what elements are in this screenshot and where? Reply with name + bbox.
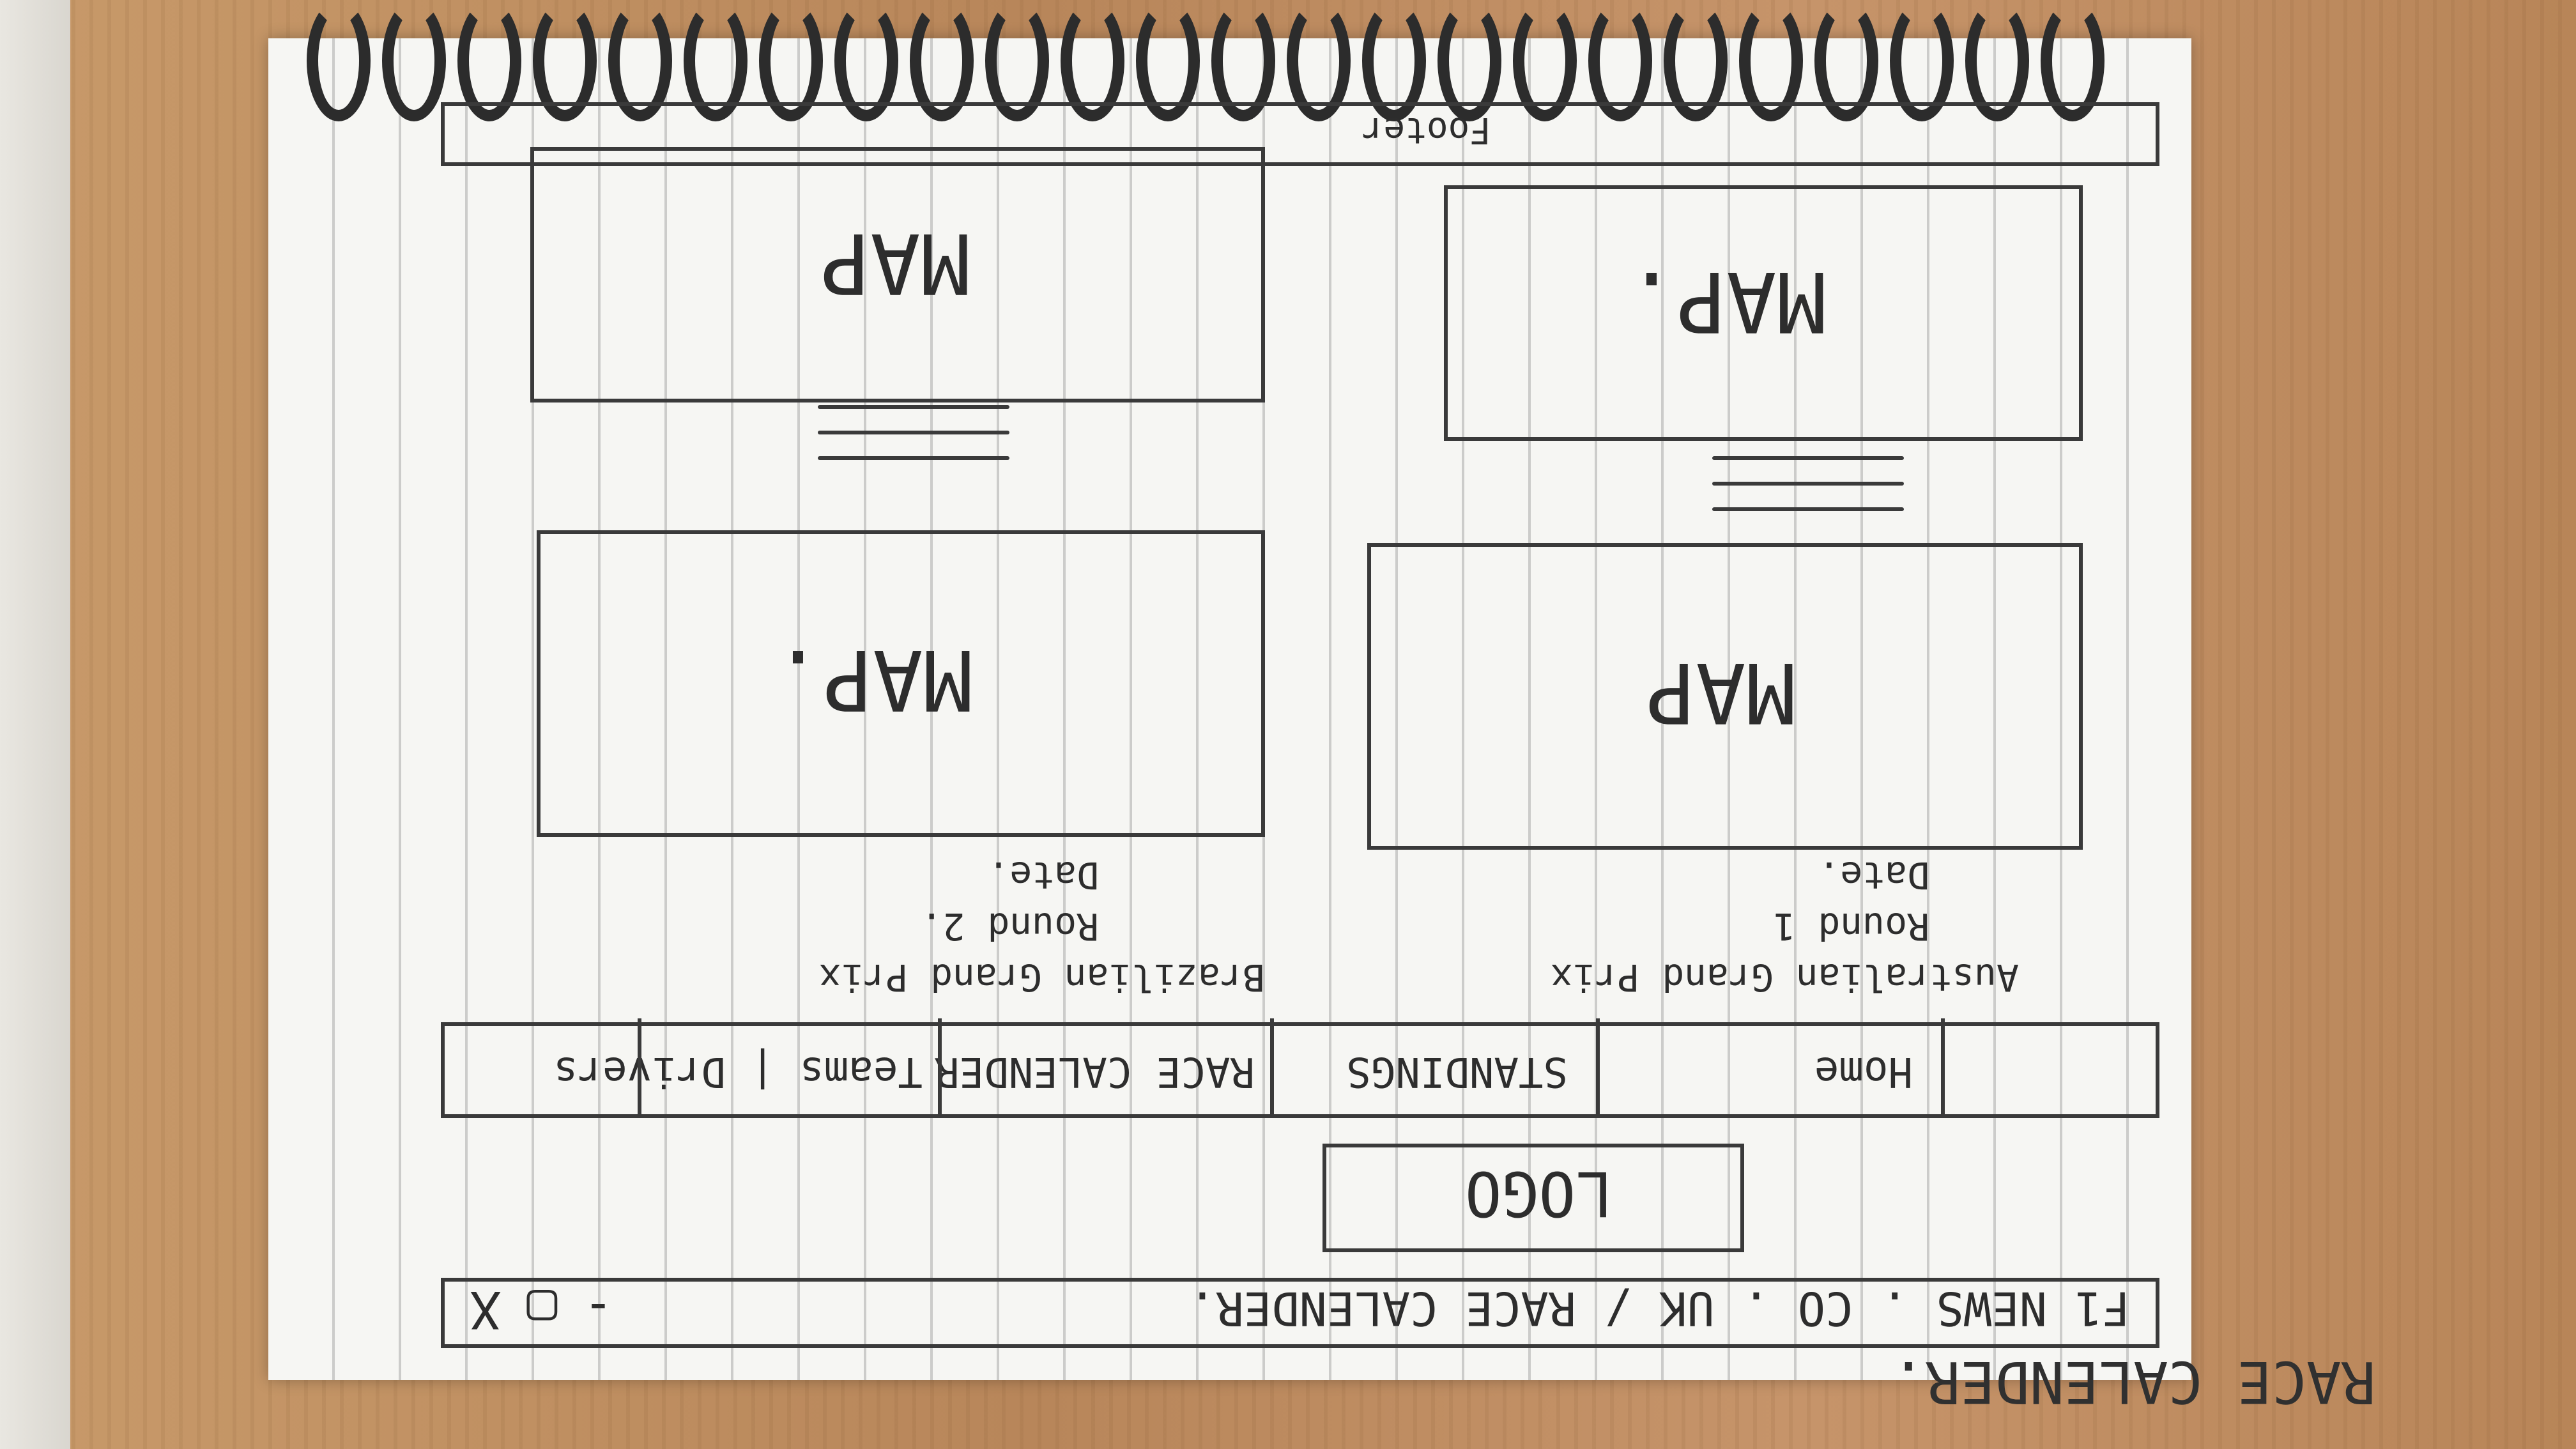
nav-separator bbox=[1270, 1018, 1274, 1114]
nav-home[interactable]: Home bbox=[1814, 1048, 1913, 1095]
nav-bar: Home STANDINGS RACE CALENDER Teams | Dri… bbox=[441, 1018, 2159, 1118]
race-info: Brazilian Grand Prix Round 2. Date. bbox=[819, 850, 1265, 1003]
wireframe-sketch: F1 NEWS . CO . UK / RACE CALENDER. - ▢ X… bbox=[441, 96, 2159, 1348]
minimize-icon[interactable]: - bbox=[583, 1280, 614, 1339]
map-placeholder: MAP bbox=[820, 215, 970, 312]
race-map[interactable]: MAP. bbox=[1444, 185, 2083, 441]
spiral-ring bbox=[307, 0, 371, 121]
map-placeholder: MAP. bbox=[1626, 253, 1827, 351]
notebook-spiral bbox=[307, 0, 2191, 141]
race-round: Round 1 bbox=[1773, 905, 1929, 948]
logo[interactable]: LOGO bbox=[1322, 1144, 1744, 1252]
url-bar[interactable]: F1 NEWS . CO . UK / RACE CALENDER. bbox=[1188, 1282, 2130, 1335]
maximize-icon[interactable]: ▢ bbox=[526, 1280, 558, 1339]
race-map[interactable]: MAP. bbox=[537, 530, 1265, 837]
nav-teams-drivers[interactable]: Teams | Drivers bbox=[553, 1048, 923, 1095]
page-title: RACE CALENDER. bbox=[1891, 1348, 2376, 1415]
nav-standings[interactable]: STANDINGS bbox=[1346, 1048, 1568, 1095]
map-placeholder: MAP bbox=[1646, 644, 1796, 742]
window-controls: - ▢ X bbox=[470, 1280, 614, 1339]
spiral-ring bbox=[382, 0, 446, 121]
race-map[interactable]: MAP bbox=[1367, 543, 2083, 850]
race-map[interactable]: MAP bbox=[530, 147, 1265, 402]
race-name[interactable]: Australian Grand Prix bbox=[1550, 956, 2019, 999]
notebook-page bbox=[268, 38, 2191, 1380]
race-round: Round 2. bbox=[920, 905, 1099, 948]
map-placeholder: MAP. bbox=[772, 631, 973, 729]
close-icon[interactable]: X bbox=[470, 1280, 502, 1339]
race-date: Date. bbox=[987, 854, 1099, 897]
nav-separator bbox=[938, 1018, 942, 1114]
nav-separator bbox=[1941, 1018, 1945, 1114]
nav-separator bbox=[638, 1018, 641, 1114]
footer-label: Footer bbox=[1361, 109, 1491, 151]
race-date: Date. bbox=[1818, 854, 1929, 897]
race-name[interactable]: Brazilian Grand Prix bbox=[818, 956, 1265, 999]
ruled-lines bbox=[268, 38, 2191, 1380]
browser-bar: F1 NEWS . CO . UK / RACE CALENDER. - ▢ X bbox=[441, 1278, 2159, 1348]
nav-race-calendar[interactable]: RACE CALENDER bbox=[935, 1048, 1255, 1095]
desk-edge bbox=[0, 0, 70, 1449]
footer: Footer bbox=[441, 102, 2159, 166]
nav-separator bbox=[1596, 1018, 1600, 1114]
race-info: Australian Grand Prix Round 1 Date. bbox=[1551, 850, 2019, 1003]
logo-text: LOGO bbox=[1464, 1158, 1613, 1229]
race-description bbox=[1712, 434, 1904, 511]
